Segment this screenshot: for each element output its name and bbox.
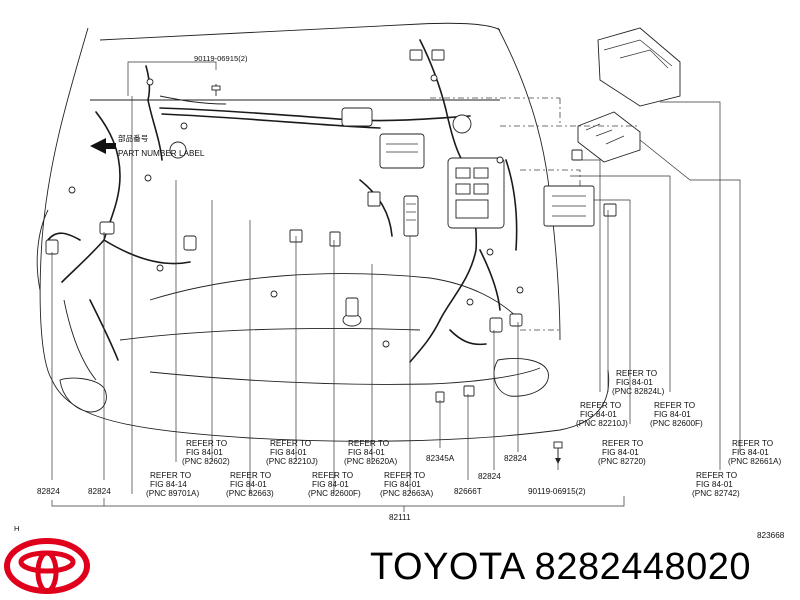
svg-text:REFER TO: REFER TO [580, 401, 621, 410]
ref-block-82661a: REFER TO FIG 84-01 (PNC 82661A) [728, 439, 782, 466]
callout-82666t: 82666T [454, 487, 482, 496]
wire-harness [47, 39, 518, 363]
svg-text:REFER TO: REFER TO [186, 439, 227, 448]
svg-text:FIG 84-01: FIG 84-01 [348, 448, 385, 457]
svg-text:REFER TO: REFER TO [230, 471, 271, 480]
svg-text:FIG 84-01: FIG 84-01 [580, 410, 617, 419]
svg-text:(PNC 82720): (PNC 82720) [598, 457, 646, 466]
svg-text:FIG 84-01: FIG 84-01 [230, 480, 267, 489]
svg-text:FIG 84-01: FIG 84-01 [312, 480, 349, 489]
svg-text:FIG 84-01: FIG 84-01 [270, 448, 307, 457]
dashed-boundary [430, 97, 640, 331]
ref-block-82824l: REFER TO FIG 84-01 (PNC 82824L) [612, 369, 665, 396]
callout-h: H [14, 524, 19, 533]
svg-text:FIG 84-14: FIG 84-14 [150, 480, 187, 489]
ref-block-82600f-a: REFER TO FIG 84-01 (PNC 82600F) [308, 471, 361, 498]
svg-text:(PNC 82600F): (PNC 82600F) [650, 419, 703, 428]
callout-82824-c: 82824 [478, 472, 501, 481]
top-bolt-label: 90119-06915(2) [194, 54, 248, 63]
toyota-logo [4, 538, 90, 594]
ref-block-82620a: REFER TO FIG 84-01 (PNC 82620A) [344, 439, 398, 466]
label-glyph: 部品番号 [118, 133, 149, 143]
svg-text:(PNC 82742): (PNC 82742) [692, 489, 740, 498]
callout-82824-d: 82824 [504, 454, 527, 463]
svg-text:(PNC 82600F): (PNC 82600F) [308, 489, 361, 498]
svg-text:REFER TO: REFER TO [616, 369, 657, 378]
callout-82111: 82111 [389, 513, 411, 522]
svg-text:(PNC 82663A): (PNC 82663A) [380, 489, 434, 498]
components [45, 27, 681, 403]
svg-text:REFER TO: REFER TO [384, 471, 425, 480]
ref-block-82210j-b: REFER TO FIG 84-01 (PNC 82210J) [576, 401, 628, 428]
svg-text:FIG 84-01: FIG 84-01 [696, 480, 733, 489]
svg-text:(PNC 82620A): (PNC 82620A) [344, 457, 398, 466]
svg-text:FIG 84-01: FIG 84-01 [732, 448, 769, 457]
brand-part-number: TOYOTA 8282448020 [370, 546, 752, 588]
svg-text:FIG 84-01: FIG 84-01 [616, 378, 653, 387]
svg-text:REFER TO: REFER TO [654, 401, 695, 410]
svg-text:(PNC 82663): (PNC 82663) [226, 489, 274, 498]
top-bolt: 90119-06915(2) [127, 54, 248, 96]
ref-block-82663a: REFER TO FIG 84-01 (PNC 82663A) [380, 471, 434, 498]
svg-text:REFER TO: REFER TO [150, 471, 191, 480]
ref-block-82600f-b: REFER TO FIG 84-01 (PNC 82600F) [650, 401, 703, 428]
svg-text:(PNC 82602): (PNC 82602) [182, 457, 230, 466]
svg-text:FIG 84-01: FIG 84-01 [186, 448, 223, 457]
svg-text:(PNC 82824L): (PNC 82824L) [612, 387, 665, 396]
svg-text:(PNC 82661A): (PNC 82661A) [728, 457, 782, 466]
svg-text:(PNC 89701A): (PNC 89701A) [146, 489, 200, 498]
part-number-label-callout: 部品番号 PART NUMBER LABEL [90, 133, 205, 158]
vehicle-outline [36, 22, 610, 442]
ref-blocks: REFER TO FIG 84-01 (PNC 82602) REFER TO … [146, 369, 782, 498]
callout-823668: 823668 [757, 531, 785, 540]
bottom-bolt [553, 441, 563, 464]
ref-block-82210j-a: REFER TO FIG 84-01 (PNC 82210J) [266, 439, 318, 466]
callout-82345a: 82345A [426, 454, 455, 463]
svg-text:FIG 84-01: FIG 84-01 [602, 448, 639, 457]
part-callouts: 82824 82824 82345A 82824 82824 82666T 90… [14, 454, 785, 540]
svg-text:REFER TO: REFER TO [312, 471, 353, 480]
svg-text:FIG 84-01: FIG 84-01 [654, 410, 691, 419]
svg-text:(PNC 82210J): (PNC 82210J) [576, 419, 628, 428]
svg-text:REFER TO: REFER TO [602, 439, 643, 448]
ref-block-82663: REFER TO FIG 84-01 (PNC 82663) [226, 471, 274, 498]
svg-text:REFER TO: REFER TO [696, 471, 737, 480]
ref-block-82602: REFER TO FIG 84-01 (PNC 82602) [182, 439, 230, 466]
part-number-label-text: PART NUMBER LABEL [118, 149, 205, 158]
svg-text:REFER TO: REFER TO [732, 439, 773, 448]
svg-text:REFER TO: REFER TO [348, 439, 389, 448]
callout-bolt-bottom: 90119-06915(2) [528, 487, 586, 496]
callout-82824-a: 82824 [37, 487, 60, 496]
ref-block-82720: REFER TO FIG 84-01 (PNC 82720) [598, 439, 646, 466]
svg-text:REFER TO: REFER TO [270, 439, 311, 448]
svg-text:FIG 84-01: FIG 84-01 [384, 480, 421, 489]
svg-text:(PNC 82210J): (PNC 82210J) [266, 457, 318, 466]
ref-block-89701a: REFER TO FIG 84-14 (PNC 89701A) [146, 471, 200, 498]
ref-block-82742: REFER TO FIG 84-01 (PNC 82742) [692, 471, 740, 498]
callout-82824-b: 82824 [88, 487, 111, 496]
leader-lines [51, 96, 741, 512]
